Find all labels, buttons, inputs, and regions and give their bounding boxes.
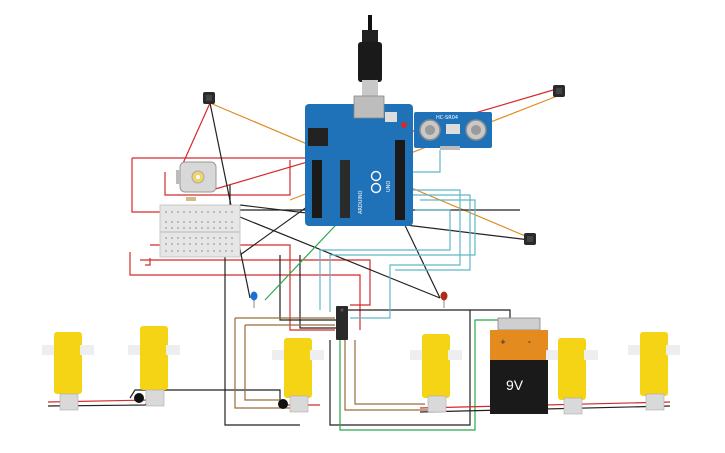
wire-green[interactable] bbox=[339, 319, 500, 431]
wire-teal[interactable] bbox=[395, 194, 471, 271]
ir-sensor-2[interactable] bbox=[553, 85, 565, 97]
gear-motor-6[interactable] bbox=[628, 332, 680, 411]
wire-brown[interactable] bbox=[244, 324, 335, 401]
wire-teal[interactable] bbox=[408, 150, 441, 173]
led-red[interactable] bbox=[440, 291, 448, 309]
led-blue[interactable] bbox=[250, 291, 258, 309]
arduino-logo-text: ARDUINO bbox=[358, 190, 364, 214]
wire-black[interactable] bbox=[399, 214, 441, 299]
dc-motor[interactable] bbox=[176, 161, 217, 193]
battery-plus: + bbox=[500, 338, 506, 346]
battery-9v[interactable]: + - 9V bbox=[490, 317, 548, 414]
wire-black[interactable] bbox=[224, 255, 300, 426]
breadboard[interactable] bbox=[159, 197, 241, 258]
ir-sensor-3[interactable] bbox=[524, 233, 536, 245]
wire-black[interactable] bbox=[129, 389, 281, 405]
wire-red[interactable] bbox=[179, 102, 211, 171]
wire-red[interactable] bbox=[132, 148, 331, 159]
wire-teal[interactable] bbox=[329, 199, 476, 312]
wire-teal[interactable] bbox=[319, 209, 451, 310]
gear-motor-5[interactable] bbox=[546, 338, 598, 415]
ir-sensor-1[interactable] bbox=[203, 92, 215, 104]
gear-motor-2[interactable] bbox=[128, 326, 180, 407]
gear-motor-4[interactable] bbox=[410, 334, 462, 413]
resistor[interactable] bbox=[186, 197, 196, 201]
arduino-brand-text: UNO bbox=[386, 181, 392, 192]
arduino-board[interactable]: UNO ARDUINO bbox=[305, 95, 413, 226]
gear-motor-1[interactable] bbox=[42, 332, 94, 411]
wire-red[interactable] bbox=[140, 259, 371, 306]
wire-red[interactable] bbox=[145, 258, 151, 266]
ultrasonic-sensor[interactable]: HC-SR04 bbox=[414, 112, 492, 150]
reset-button[interactable] bbox=[401, 122, 407, 128]
wire-teal[interactable] bbox=[350, 189, 461, 319]
ultrasonic-model-text: HC-SR04 bbox=[436, 115, 458, 121]
wire-black[interactable] bbox=[279, 255, 340, 321]
wire-black[interactable] bbox=[234, 214, 441, 299]
wheel-hub bbox=[134, 393, 144, 403]
motor-driver-ic[interactable] bbox=[336, 306, 348, 340]
wire-red[interactable] bbox=[164, 160, 291, 196]
wire-brown[interactable] bbox=[354, 340, 425, 405]
wire-brown[interactable] bbox=[234, 317, 335, 409]
wheel-hub bbox=[278, 399, 288, 409]
wire-brown[interactable] bbox=[344, 340, 430, 411]
arduino-logo: UNO bbox=[370, 170, 392, 194]
wire-red[interactable] bbox=[131, 158, 160, 213]
wire-black[interactable] bbox=[329, 309, 471, 426]
battery-minus: - bbox=[528, 338, 531, 346]
wire-red[interactable] bbox=[150, 244, 335, 331]
wire-black[interactable] bbox=[299, 255, 340, 329]
usb-cable[interactable] bbox=[358, 15, 382, 100]
gear-motor-3[interactable] bbox=[272, 338, 324, 413]
battery-label: 9V bbox=[506, 377, 524, 393]
